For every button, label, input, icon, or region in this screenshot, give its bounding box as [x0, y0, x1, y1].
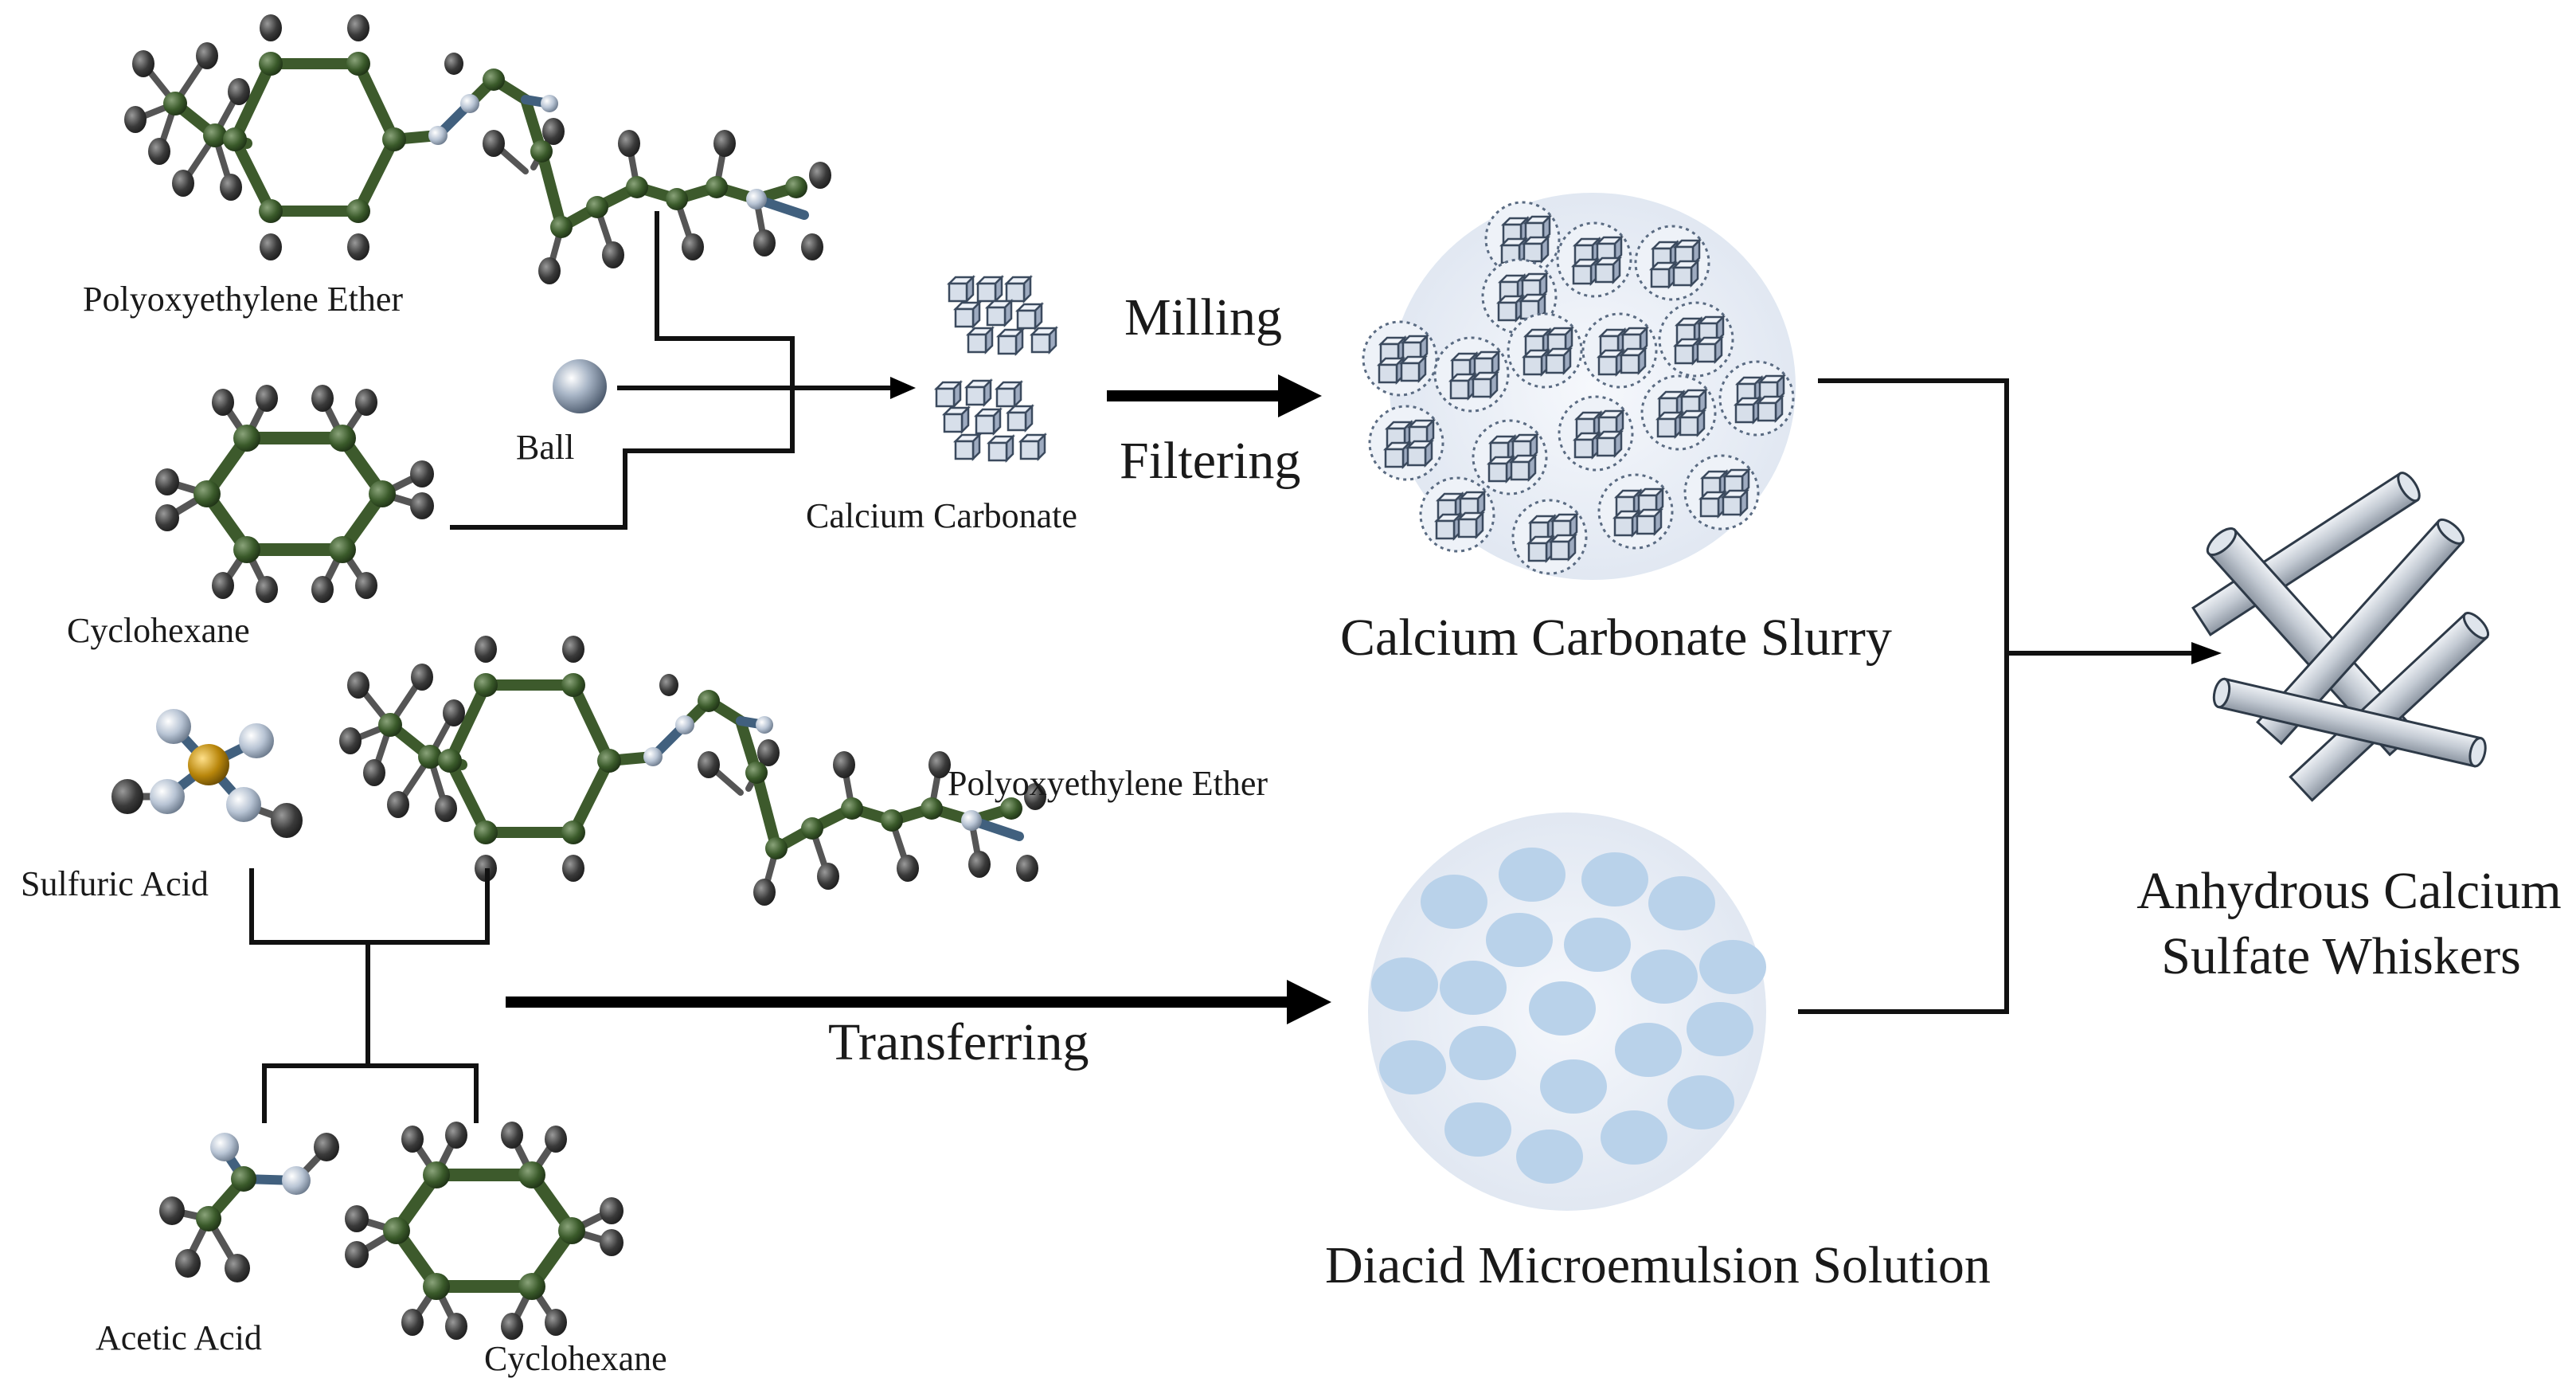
bracket-acetic-cyclohexane [262, 1063, 479, 1123]
label-cyclohexane-bottom: Cyclohexane [484, 1339, 667, 1378]
arrowhead-milling [1278, 374, 1322, 417]
label-product-line2: Sulfate Whiskers [2161, 927, 2521, 985]
polyoxyethylene-ether-molecule-top [124, 14, 831, 284]
label-polyoxyethylene-ether-top: Polyoxyethylene Ether [83, 280, 403, 319]
label-sulfuric-acid: Sulfuric Acid [21, 864, 209, 903]
anhydrous-calcium-sulfate-whiskers [2191, 472, 2490, 802]
label-cyclohexane-top: Cyclohexane [67, 611, 250, 650]
label-acetic-acid: Acetic Acid [96, 1318, 262, 1357]
arrowhead-transferring [1287, 980, 1331, 1024]
cyclohexane-molecule-bottom [345, 1122, 623, 1340]
calcium-carbonate-slurry-circle [1363, 193, 1796, 580]
label-ball: Ball [516, 428, 574, 467]
label-filtering: Filtering [1120, 432, 1300, 490]
label-calcium-carbonate: Calcium Carbonate [806, 496, 1077, 535]
calcium-carbonate-cubes [935, 276, 1057, 462]
label-diacid-microemulsion: Diacid Microemulsion Solution [1325, 1236, 1991, 1294]
label-calcium-carbonate-slurry: Calcium Carbonate Slurry [1340, 609, 1892, 667]
cyclohexane-molecule-top [155, 385, 434, 603]
arrowhead-to-calcium-carbonate [890, 377, 916, 399]
polyoxyethylene-ether-molecule-mid [339, 636, 1046, 906]
label-transferring: Transferring [828, 1013, 1089, 1071]
connector-reagents [450, 211, 795, 530]
acetic-acid-molecule [159, 1133, 339, 1282]
label-polyoxyethylene-ether-mid: Polyoxyethylene Ether [948, 764, 1268, 803]
ball-sphere [553, 359, 607, 413]
label-milling: Milling [1124, 288, 1282, 347]
arrowhead-to-product [2191, 642, 2222, 664]
bracket-acid-ether [249, 868, 490, 945]
diacid-microemulsion-circle [1368, 812, 1766, 1211]
sulfuric-acid-molecule [111, 709, 303, 838]
connector-merge [1798, 378, 2009, 1014]
label-product-line1: Anhydrous Calcium [2136, 862, 2561, 920]
